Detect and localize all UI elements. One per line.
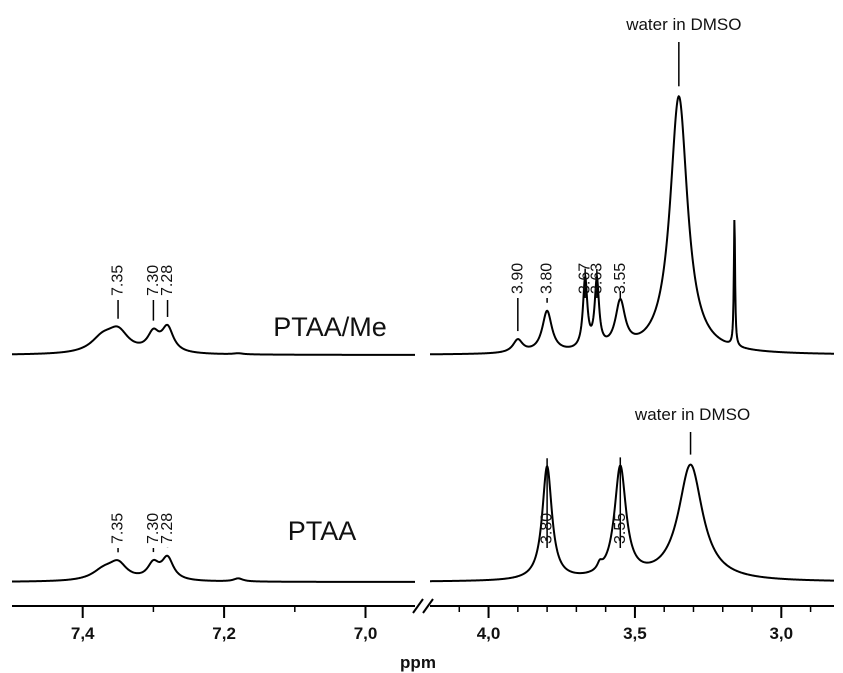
peak-label: 3.80 <box>539 263 556 294</box>
peak-label: 3.55 <box>612 263 629 294</box>
peak-label: 7.28 <box>159 513 176 544</box>
series-label: PTAA/Me <box>273 312 387 342</box>
water-annotation: water in DMSO <box>634 405 750 424</box>
x-tick-label: 3,0 <box>769 624 793 643</box>
peak-label: 3.55 <box>612 513 629 544</box>
x-tick-label: 7,4 <box>71 624 95 643</box>
peak-label: 3.80 <box>539 513 556 544</box>
axis-break-slash-2 <box>422 598 434 614</box>
x-axis-title: ppm <box>400 653 436 672</box>
peak-label: 7.28 <box>159 265 176 296</box>
x-tick-label: 3,5 <box>623 624 647 643</box>
peak-label: 3.90 <box>509 263 526 294</box>
peak-label: 3.67 <box>577 263 594 294</box>
series-label: PTAA <box>288 516 357 546</box>
peak-label: 7.35 <box>110 265 127 296</box>
peak-label: 7.35 <box>110 513 127 544</box>
x-axis-ticks: 7,4 7,2 7,0 4,0 3,5 3,0 <box>71 606 812 643</box>
spectra-layer <box>12 95 835 583</box>
spectrum-trace <box>12 323 415 356</box>
water-annotation: water in DMSO <box>625 15 741 34</box>
peak-label: 3.63 <box>588 263 605 294</box>
spectrum-trace <box>429 95 835 356</box>
x-axis: 7,4 7,2 7,0 4,0 3,5 3,0 <box>12 598 834 643</box>
axis-break-mark <box>412 598 434 614</box>
x-tick-label: 4,0 <box>477 624 501 643</box>
peak-label: 7.30 <box>145 265 162 296</box>
x-tick-label: 7,0 <box>354 624 378 643</box>
peak-label: 7.30 <box>145 513 162 544</box>
x-tick-label: 7,2 <box>212 624 236 643</box>
spectrum-trace <box>12 554 415 583</box>
axis-break-slash-1 <box>412 598 424 614</box>
spectrum-trace <box>429 463 835 583</box>
